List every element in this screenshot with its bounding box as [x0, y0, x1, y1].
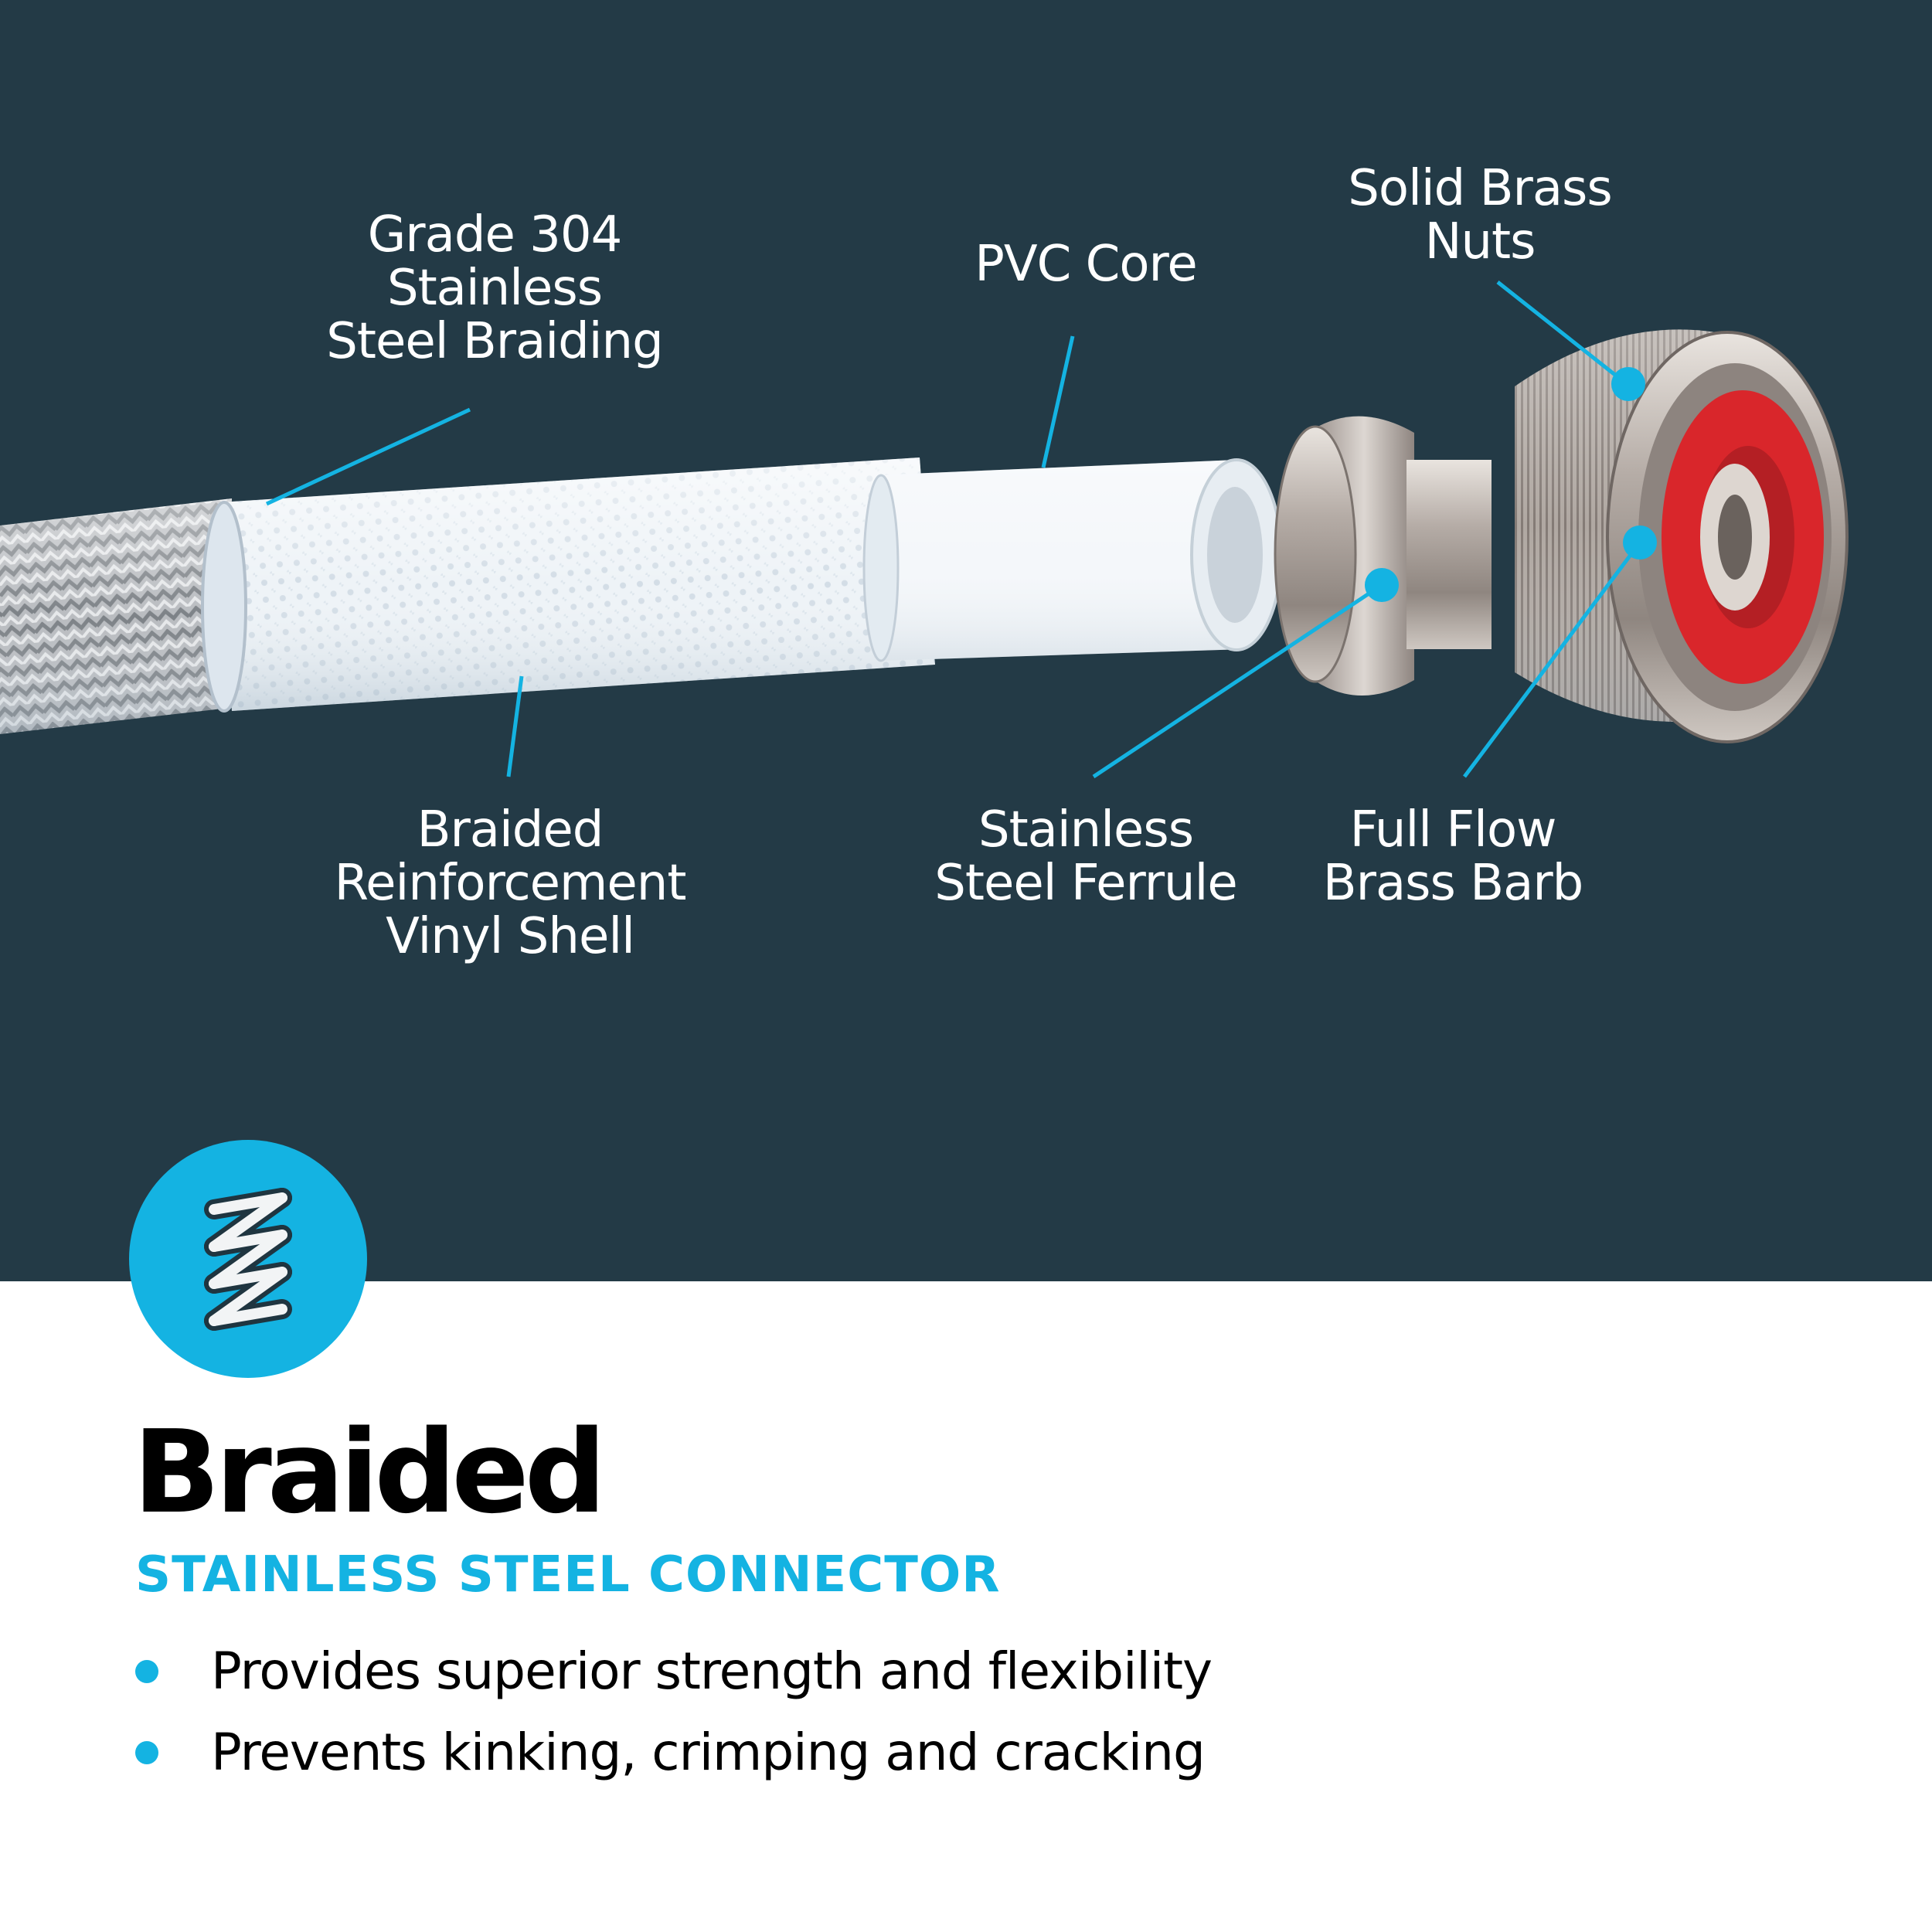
feature-text: Prevents kinking, crimping and cracking: [211, 1723, 1206, 1782]
bullet-dot: [135, 1659, 158, 1683]
list-item: Prevents kinking, crimping and cracking: [135, 1712, 1212, 1793]
product-title: Braided: [133, 1406, 607, 1539]
brass-nut: [1515, 329, 1849, 743]
braided-badge: [129, 1140, 367, 1378]
product-subtitle: STAINLESS STEEL CONNECTOR: [135, 1546, 1001, 1604]
feature-text: Provides superior strength and flexibili…: [211, 1641, 1213, 1701]
callout-steel-ferrule: Stainless Steel Ferrule: [934, 801, 1238, 912]
bullet-dot: [135, 1740, 158, 1764]
hose-cutaway-illustration: [0, 281, 1849, 779]
feature-list: Provides superior strength and flexibili…: [135, 1631, 1213, 1793]
spring-coil-icon: [204, 1188, 292, 1331]
callout-dots: [1365, 367, 1657, 602]
callout-brass-barb: Full Flow Brass Barb: [1322, 801, 1584, 912]
list-item: Provides superior strength and flexibili…: [135, 1631, 1213, 1712]
callout-brass-nuts: Solid Brass Nuts: [1348, 160, 1612, 270]
stainless-ferrule: [1274, 416, 1492, 696]
leader-lines: [265, 281, 1642, 779]
callout-pvc-core: PVC Core: [975, 236, 1198, 293]
callout-steel-braiding: Grade 304 Stainless Steel Braiding: [326, 206, 663, 370]
callout-vinyl-shell: Braided Reinforcement Vinyl Shell: [334, 801, 687, 965]
